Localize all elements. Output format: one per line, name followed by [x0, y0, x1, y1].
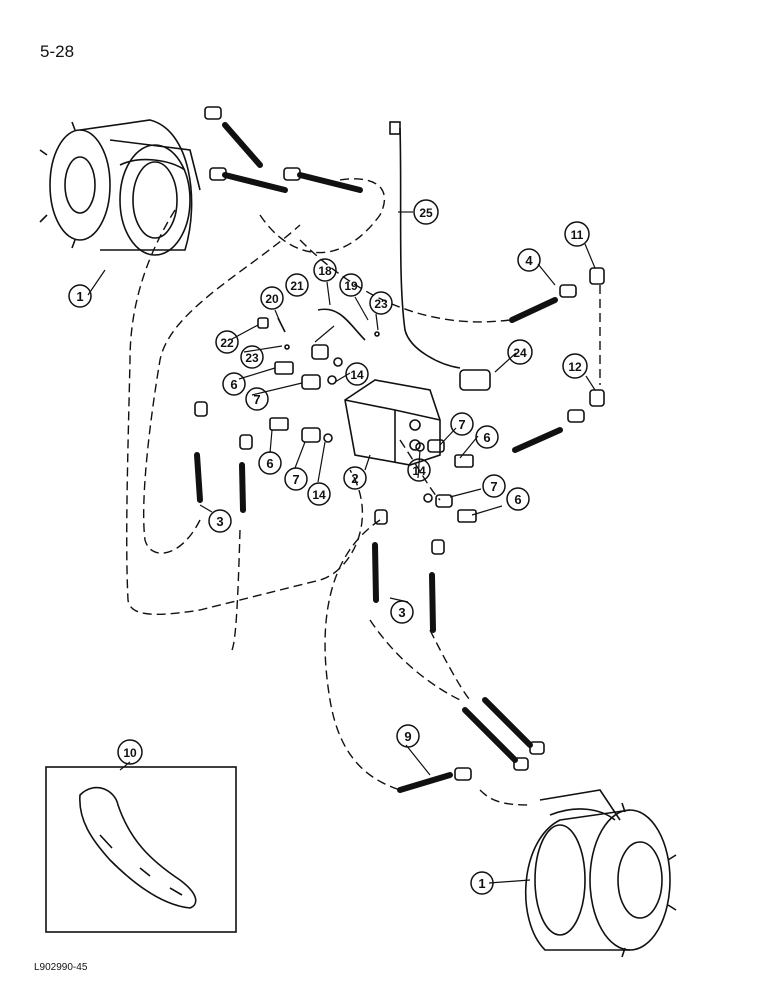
callout-19: 19: [339, 273, 363, 297]
callout-24: 24: [507, 339, 533, 365]
callout-label: 10: [123, 746, 137, 760]
callout-label: 7: [292, 472, 299, 487]
callout-14: 14: [345, 362, 369, 386]
callout-6: 6: [258, 451, 282, 475]
callout-label: 23: [245, 351, 259, 365]
callout-10: 10: [117, 739, 143, 765]
callout-label: 22: [220, 336, 234, 350]
callout-9: 9: [396, 724, 420, 748]
callout-6: 6: [506, 487, 530, 511]
callout-2: 2: [343, 466, 367, 490]
callout-1: 1: [470, 871, 494, 895]
callout-23: 23: [369, 291, 393, 315]
callout-label: 14: [412, 464, 426, 478]
callout-circles: 1 1 2 3 3 4 6 6 6 6 7 7 7 7 9 10 11 12 1…: [68, 199, 590, 895]
callout-6: 6: [222, 372, 246, 396]
callout-label: 3: [216, 514, 223, 529]
hoses: [194, 122, 563, 793]
callout-label: 6: [514, 492, 521, 507]
callout-label: 21: [290, 279, 304, 293]
callout-1: 1: [68, 284, 92, 308]
callout-label: 25: [419, 206, 433, 220]
callout-label: 20: [265, 292, 279, 306]
callout-7: 7: [482, 474, 506, 498]
figure-code: L902990-45: [34, 962, 88, 973]
callout-label: 14: [350, 368, 364, 382]
callout-20: 20: [260, 286, 284, 310]
callout-7: 7: [245, 387, 269, 411]
leader-lines: [87, 211, 596, 884]
callout-label: 18: [318, 264, 332, 278]
callout-label: 2: [351, 471, 358, 486]
callout-label: 4: [525, 253, 533, 268]
callout-11: 11: [564, 221, 590, 247]
callout-6: 6: [475, 425, 499, 449]
callout-label: 19: [344, 279, 358, 293]
callout-14: 14: [307, 482, 331, 506]
callout-label: 12: [568, 360, 582, 374]
callout-3: 3: [208, 509, 232, 533]
callout-label: 6: [230, 377, 237, 392]
callout-23: 23: [240, 345, 264, 369]
hose-fittings: [194, 106, 605, 781]
wheel-motor-bottom: [525, 789, 677, 958]
control-valve: [344, 379, 441, 466]
callout-label: 23: [374, 297, 388, 311]
callout-7: 7: [284, 467, 308, 491]
callout-label: 3: [398, 605, 405, 620]
callout-21: 21: [285, 273, 309, 297]
callout-12: 12: [562, 353, 588, 379]
callout-label: 9: [404, 729, 411, 744]
callout-label: 7: [490, 479, 497, 494]
callout-label: 14: [312, 488, 326, 502]
callout-22: 22: [215, 330, 239, 354]
callout-label: 6: [483, 430, 490, 445]
hose-sleeve-inset: [45, 761, 237, 933]
routing-lines: [126, 178, 601, 806]
wheel-motor-top: [39, 119, 201, 256]
callout-14: 14: [407, 458, 431, 482]
callout-7: 7: [450, 412, 474, 436]
small-parts: [257, 127, 477, 523]
callout-label: 11: [571, 228, 584, 242]
callout-label: 24: [513, 346, 527, 360]
callout-3: 3: [390, 600, 414, 624]
callout-4: 4: [517, 248, 541, 272]
callout-label: 7: [458, 417, 465, 432]
callout-18: 18: [313, 258, 337, 282]
callout-label: 1: [76, 289, 83, 304]
callout-label: 6: [266, 456, 273, 471]
callout-label: 7: [253, 392, 260, 407]
callout-label: 1: [478, 876, 485, 891]
page-number: 5-28: [40, 42, 75, 61]
callout-25: 25: [413, 199, 439, 225]
